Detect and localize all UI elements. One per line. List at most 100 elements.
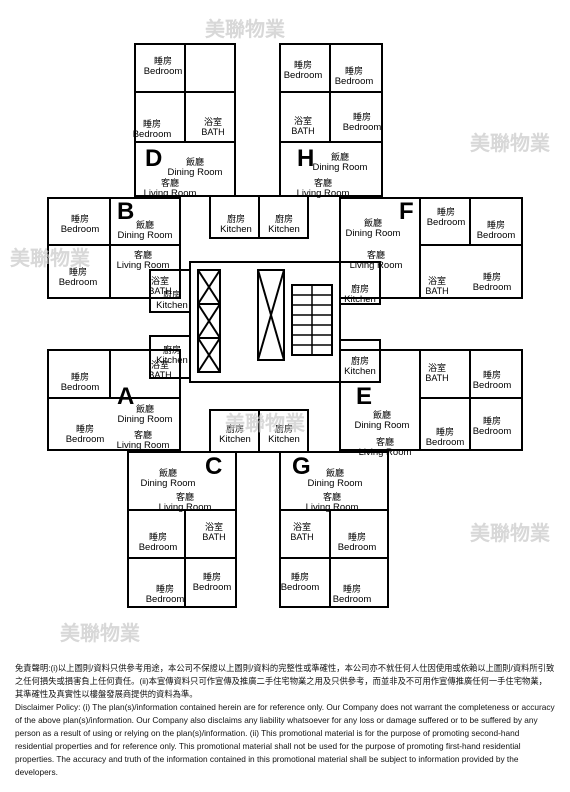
room-label-en: Kitchen [268,434,300,445]
disclaimer: 免責聲明:(i)以上圖則/資料只供參考用途，本公司不保證以上圖則/資料的完整性或… [15,662,555,779]
room-label-en: Living Room [297,188,350,199]
room-label-en: BATH [148,370,171,380]
watermark-text: 美聯物業 [470,521,551,545]
room-label-zh: 睡房 [76,423,94,434]
room-label-en: Living Room [144,188,197,199]
room-label-zh: 睡房 [483,271,501,282]
room-label-en: Bedroom [427,217,466,228]
room-label-zh: 睡房 [348,531,366,542]
room-label-en: Dining Room [168,167,223,178]
room-label-zh: 浴室 [151,359,169,370]
unit-letter: D [145,145,162,172]
unit-letter: G [292,453,311,480]
room-label-zh: 睡房 [294,59,312,70]
room-label-zh: 睡房 [487,219,505,230]
room-label-en: BATH [291,126,314,136]
room-label-en: Kitchen [156,300,188,311]
room-label-zh: 浴室 [428,275,446,286]
room-label-en: Dining Room [308,478,363,489]
room-label-en: Bedroom [477,230,516,241]
room-label-zh: 睡房 [345,65,363,76]
room-label-en: Living Room [117,440,170,451]
room-label-en: Kitchen [344,294,376,305]
unit-letter: H [297,145,314,172]
room-label-en: Dining Room [141,478,196,489]
room-label-en: Bedroom [473,282,512,293]
room-label-zh: 睡房 [156,583,174,594]
room-label-en: Bedroom [193,582,232,593]
watermark-text: 美聯物業 [10,246,91,270]
disclaimer-zh: 免責聲明:(i)以上圖則/資料只供參考用途，本公司不保證以上圖則/資料的完整性或… [15,663,555,699]
room-label-en: Dining Room [118,230,173,241]
room-label-en: Bedroom [281,582,320,593]
room-label-zh: 睡房 [203,571,221,582]
room-label-zh: 飯廳 [364,217,382,228]
room-label-en: Bedroom [473,426,512,437]
room-label-en: Kitchen [220,224,252,235]
room-label-zh: 客廳 [161,177,179,188]
room-label-zh: 睡房 [483,415,501,426]
room-label-zh: 睡房 [69,266,87,277]
unit-letter: B [117,198,134,225]
room-label-zh: 浴室 [293,521,311,532]
room-label-zh: 廚房 [351,355,369,366]
room-label-zh: 飯廳 [186,156,204,167]
room-label-zh: 客廳 [376,436,394,447]
room-label-en: Bedroom [333,594,372,605]
room-label-en: Kitchen [156,355,188,366]
room-label-zh: 睡房 [149,531,167,542]
room-label-zh: 廚房 [275,213,293,224]
room-label-zh: 飯廳 [373,409,391,420]
room-label-en: Kitchen [268,224,300,235]
room-label-zh: 廚房 [163,344,181,355]
room-label-zh: 睡房 [71,213,89,224]
disclaimer-en: Disclaimer Policy: (i) The plan(s)/infor… [15,702,555,777]
room-label-zh: 睡房 [291,571,309,582]
room-label-en: Living Room [306,502,359,513]
room-label-en: Bedroom [284,70,323,81]
room-label-en: Living Room [117,260,170,271]
room-label-en: Bedroom [66,434,105,445]
room-label-en: Bedroom [335,76,374,87]
room-label-en: Dining Room [346,228,401,239]
room-label-zh: 浴室 [294,115,312,126]
room-label-en: BATH [202,532,225,542]
room-label-en: Bedroom [146,594,185,605]
room-label-zh: 睡房 [343,583,361,594]
room-label-en: Kitchen [344,366,376,377]
room-label-zh: 浴室 [151,275,169,286]
room-label-en: BATH [201,127,224,137]
room-label-zh: 睡房 [437,206,455,217]
room-label-zh: 客廳 [314,177,332,188]
room-label-en: Bedroom [426,437,465,448]
room-label-zh: 睡房 [154,55,172,66]
room-label-en: Living Room [359,447,412,458]
unit-letter: C [205,453,222,480]
room-label-en: Bedroom [338,542,377,553]
room-label-en: Bedroom [473,380,512,391]
unit-letter: A [117,383,134,410]
room-label-en: Bedroom [144,66,183,77]
room-label-zh: 客廳 [367,249,385,260]
unit-letter: F [399,198,414,225]
room-label-zh: 睡房 [483,369,501,380]
room-label-zh: 客廳 [323,491,341,502]
room-label-en: Dining Room [118,414,173,425]
watermark-text: 美聯物業 [225,411,306,435]
room-label-zh: 客廳 [176,491,194,502]
watermark-text: 美聯物業 [470,131,551,155]
room-label-zh: 飯廳 [136,219,154,230]
room-label-zh: 飯廳 [159,467,177,478]
room-label-en: BATH [148,286,171,296]
unit-letter: E [356,383,372,410]
room-label-zh: 客廳 [134,429,152,440]
room-label-zh: 睡房 [436,426,454,437]
room-label-zh: 浴室 [428,362,446,373]
room-label-zh: 睡房 [143,118,161,129]
room-label-zh: 廚房 [163,289,181,300]
room-label-zh: 睡房 [353,111,371,122]
room-label-zh: 浴室 [204,116,222,127]
room-label-zh: 廚房 [351,283,369,294]
room-label-en: Bedroom [343,122,382,133]
room-label-en: Bedroom [59,277,98,288]
